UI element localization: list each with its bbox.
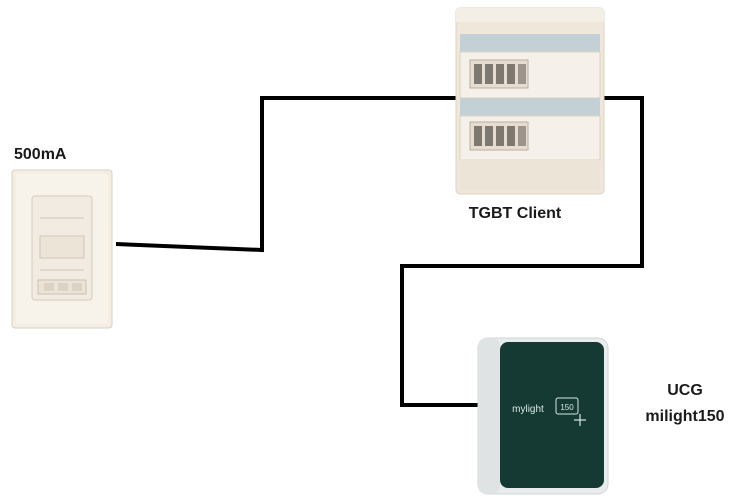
ucg-label-line1: UCG xyxy=(667,382,703,399)
panel-device xyxy=(455,7,605,195)
electrical-panel-icon xyxy=(455,7,605,195)
wires xyxy=(115,96,644,407)
mylight-box-icon: mylight 150 xyxy=(477,337,609,495)
device-brand-text: mylight xyxy=(512,404,544,415)
panel-label: TGBT Client xyxy=(468,205,562,222)
wire-panel-to-ucg-top xyxy=(400,96,644,407)
ucg-label-line2: milight150 xyxy=(645,408,725,425)
wire-meter-to-panel xyxy=(115,96,462,253)
ucg-device: mylight 150 xyxy=(477,337,609,495)
meter-label: 500mA xyxy=(14,146,67,163)
meter-device xyxy=(11,169,113,329)
ucg-label: UCG milight150 xyxy=(630,378,740,430)
dimmer-switch-icon xyxy=(11,169,113,329)
device-badge-text: 150 xyxy=(560,403,574,412)
